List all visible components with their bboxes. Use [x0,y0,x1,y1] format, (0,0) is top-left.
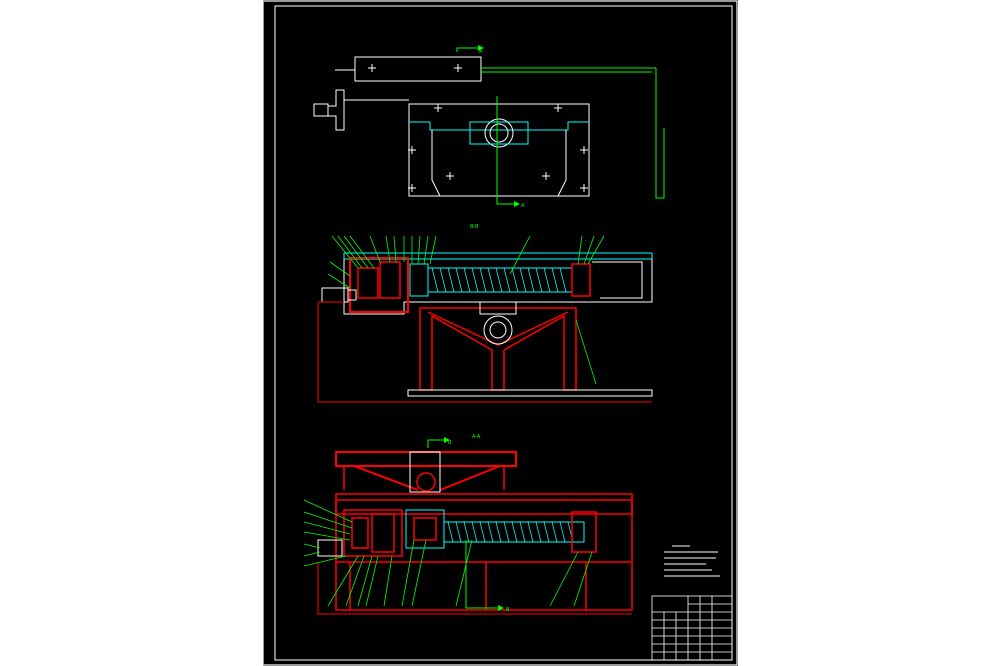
top-view-label: A [479,49,483,55]
aa-main-table [335,493,633,515]
sheet-border [262,0,738,666]
section-bb-title: B-B [470,224,479,230]
section-aa-title: A-A [472,434,481,440]
bb-support-frame [419,307,577,391]
bb-leadscrew [427,267,573,293]
bb-left-housing [349,257,409,313]
bb-base [407,389,653,397]
section-aa-view: A-A B [303,434,633,615]
technical-notes [664,545,720,577]
top-motor-stub [313,103,329,117]
inner-frame [274,5,733,661]
top-view-label-bottom: A [521,203,525,209]
title-block [651,595,733,661]
section-aa-marker-top: B [448,440,452,446]
bb-table-top [343,252,653,260]
aa-motor [317,539,343,557]
section-aa-marker-bottom: B [506,607,510,613]
aa-gear-housing [343,509,403,557]
section-bb-view: B-B [317,224,653,403]
top-body [408,103,590,197]
aa-top-table [335,451,517,467]
aa-pivot [416,472,436,492]
bb-pivot [483,315,513,345]
top-bearing [484,118,514,148]
top-beam [354,56,482,82]
top-view: A A [313,45,665,209]
